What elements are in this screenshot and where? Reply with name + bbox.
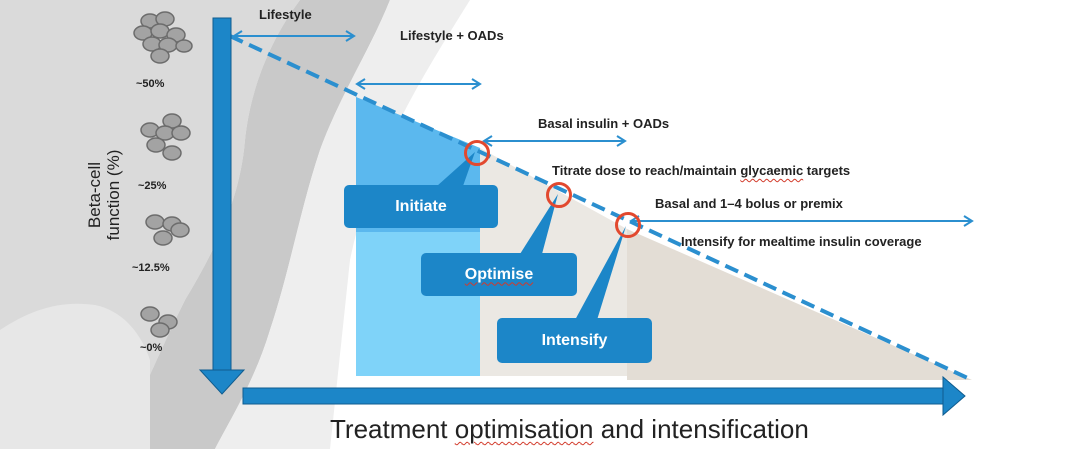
intensify-pointer [575, 226, 626, 320]
intensify-mealtime-label: Intensify for mealtime insulin coverage [681, 234, 922, 249]
intensify-panel [627, 229, 972, 380]
initiate-marker [464, 140, 490, 166]
beta-level-12: ~12.5% [132, 262, 170, 274]
decline-line [229, 34, 973, 382]
beta-cell-cluster-25 [140, 113, 191, 161]
optimise-callout-text: Optimise [464, 265, 534, 283]
titrate-suffix: targets [803, 163, 851, 178]
optimise-marker [546, 182, 572, 208]
lifestyle-range-arrow [232, 30, 356, 42]
lifestyle-oads-label: Lifestyle + OADs [400, 28, 504, 43]
initiate-pointer [437, 152, 475, 186]
intensify-marker [615, 212, 641, 238]
titrate-underlined-word: glycaemic [740, 163, 804, 178]
x-axis-title-underlined: optimisation [454, 414, 594, 444]
beta-level-0: ~0% [140, 342, 163, 354]
y-axis-title: Beta-cell function (%) [78, 95, 130, 295]
beta-cell-cluster-12 [145, 214, 190, 246]
basal-bolus-label: Basal and 1–4 bolus or premix [655, 196, 843, 211]
lifestyle-oads-range-arrow [355, 78, 482, 90]
optimise-pointer [520, 194, 558, 254]
beta-cell-cluster-0 [140, 306, 178, 338]
basal-oads-range-arrow [482, 135, 627, 147]
lifestyle-label: Lifestyle [259, 7, 312, 22]
x-axis-title-end: and intensification [593, 414, 809, 444]
x-axis-title-start: Treatment [330, 414, 455, 444]
intensify-range-arrow [629, 215, 974, 227]
x-axis-arrow [242, 375, 966, 417]
x-axis-title: Treatment optimisation and intensificati… [330, 414, 809, 445]
titrate-prefix: Titrate dose to reach/maintain [552, 163, 741, 178]
titrate-label: Titrate dose to reach/maintain glycaemic… [552, 163, 850, 178]
beta-level-50: ~50% [136, 78, 165, 90]
y-axis-arrow [198, 17, 246, 395]
y-axis-title-line1: Beta-cell [85, 161, 104, 229]
optimise-callout: Optimise [421, 253, 577, 296]
y-axis-title-line2: function (%) [104, 149, 123, 241]
beta-cell-cluster-50 [133, 11, 193, 64]
initiate-callout: Initiate [344, 185, 498, 228]
beta-level-25: ~25% [138, 180, 167, 192]
basal-oads-label: Basal insulin + OADs [538, 116, 670, 131]
intensify-callout: Intensify [497, 318, 652, 363]
